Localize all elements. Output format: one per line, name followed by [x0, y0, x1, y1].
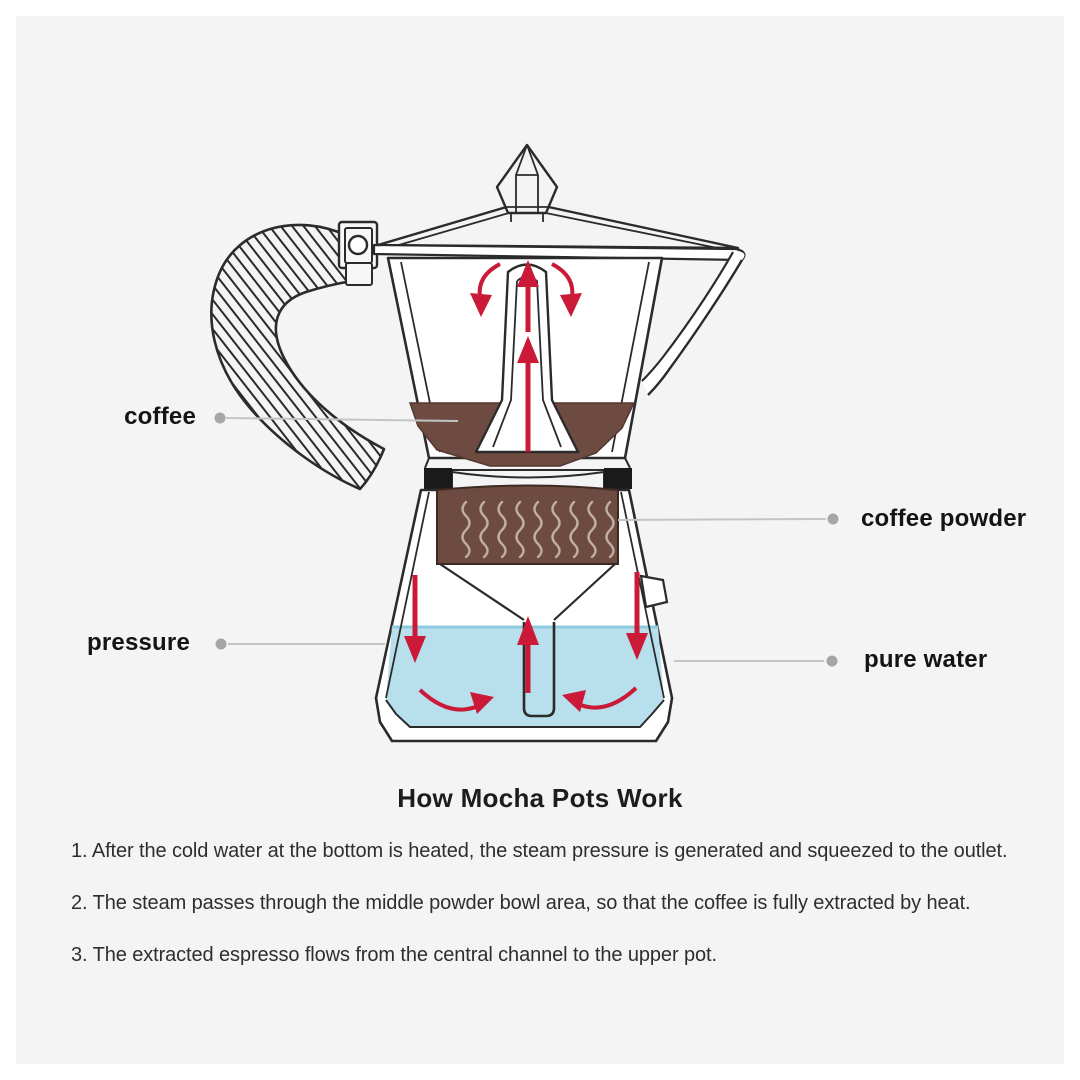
handle: [210, 223, 386, 491]
pressure-down-arrow-left: [404, 575, 426, 663]
label-coffee: coffee: [124, 403, 196, 430]
lid: [376, 204, 740, 251]
safety-valve: [639, 574, 669, 609]
hinge-pin-icon: [347, 234, 369, 256]
gasket-right: [604, 468, 632, 489]
coffee-powder-leader-line: [617, 518, 827, 521]
water-curved-arrow-left: [418, 688, 494, 714]
lid-knob: [495, 143, 559, 222]
leader-dots: [214, 412, 839, 667]
pot-joint: [424, 457, 632, 489]
coffee-leader-dot: [214, 412, 226, 424]
pressure-down-arrow-right: [626, 572, 648, 660]
channel-up-arrow-upper: [517, 260, 539, 332]
funnel: [439, 563, 616, 621]
pure-water-leader-dot: [826, 655, 838, 667]
spout: [641, 251, 745, 396]
overflow-curved-arrow-right: [551, 262, 582, 317]
step-2: 2. The steam passes through the middle p…: [71, 892, 971, 914]
coffee-powder-basket: [436, 484, 619, 565]
leader-lines: [225, 417, 827, 662]
water-curved-arrow-right: [562, 686, 638, 712]
page-title: How Mocha Pots Work: [397, 783, 683, 813]
tube-up-arrow: [517, 616, 539, 693]
flow-arrows: [404, 260, 648, 714]
boiler-inner-wall: [385, 491, 665, 699]
step-3: 3. The extracted espresso flows from the…: [71, 944, 717, 966]
dip-tube: [522, 622, 556, 718]
channel-up-arrow-lower: [517, 336, 539, 452]
coffee-powder-leader-dot: [827, 513, 839, 525]
handle-hinge: [337, 220, 379, 286]
steam-waves-icon: [461, 500, 615, 559]
label-coffee-powder: coffee powder: [861, 505, 1027, 532]
gasket-left: [424, 468, 452, 489]
label-pressure: pressure: [87, 629, 190, 656]
step-1: 1. After the cold water at the bottom is…: [71, 840, 1008, 862]
coffee-leader-line: [225, 417, 459, 422]
pressure-leader-dot: [215, 638, 227, 650]
label-pure-water: pure water: [864, 646, 988, 673]
overflow-curved-arrow-left: [470, 262, 501, 317]
